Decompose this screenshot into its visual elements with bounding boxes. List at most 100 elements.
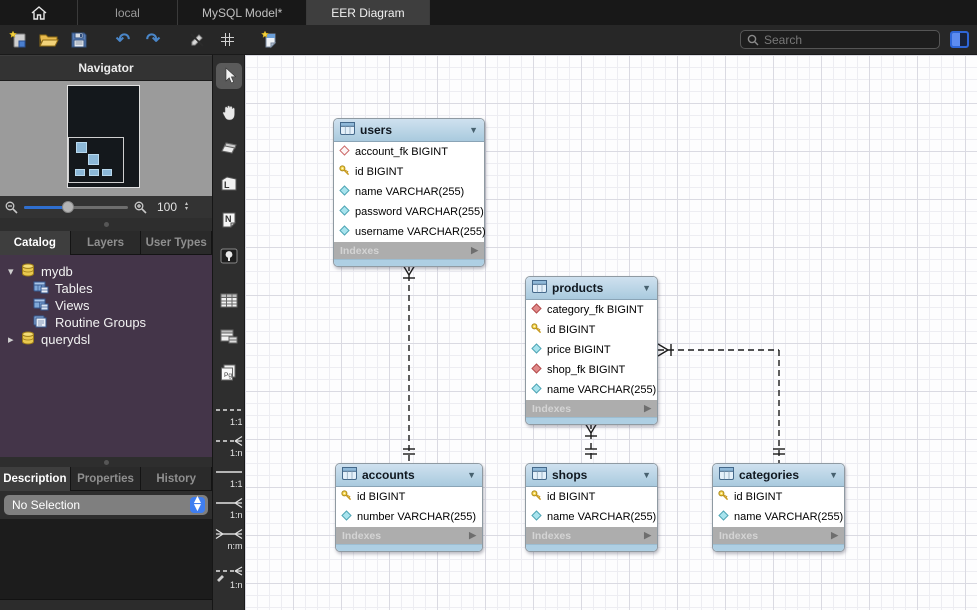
collapse-triangle-icon[interactable]: ▼ — [642, 470, 651, 480]
rel-n-m-tool[interactable]: n:m — [214, 527, 244, 551]
table-indexes-bar[interactable]: Indexes▶ — [526, 400, 657, 417]
open-model-button[interactable] — [36, 28, 62, 52]
tab-history[interactable]: History — [141, 467, 213, 491]
expand-arrow-icon[interactable]: ▶ — [471, 245, 478, 255]
catalog-tree-item-views[interactable]: Views — [0, 297, 212, 314]
expand-arrow-icon[interactable]: ▶ — [469, 530, 476, 540]
panel-splitter[interactable] — [0, 457, 212, 467]
note-tool[interactable]: N — [216, 207, 242, 233]
tree-chevron-icon[interactable]: ▸ — [8, 334, 14, 346]
hand-tool[interactable] — [216, 99, 242, 125]
zoom-slider-thumb[interactable] — [62, 201, 74, 213]
table-column-row[interactable]: name VARCHAR(255) — [713, 507, 844, 527]
catalog-tree-item-tables[interactable]: Tables — [0, 280, 212, 297]
table-header[interactable]: accounts▼ — [336, 464, 482, 487]
toggle-edit-button[interactable] — [184, 28, 210, 52]
collapse-triangle-icon[interactable]: ▼ — [642, 283, 651, 293]
tab-eer-diagram[interactable]: EER Diagram — [307, 0, 430, 25]
table-column-row[interactable]: id BIGINT — [334, 162, 484, 182]
expand-arrow-icon[interactable]: ▶ — [644, 403, 651, 413]
table-column-row[interactable]: price BIGINT — [526, 340, 657, 360]
image-tool[interactable] — [216, 243, 242, 269]
collapse-triangle-icon[interactable]: ▼ — [469, 125, 478, 135]
table-header[interactable]: products▼ — [526, 277, 657, 300]
table-column-row[interactable]: account_fk BIGINT — [334, 142, 484, 162]
tree-chevron-icon[interactable]: ▾ — [8, 266, 14, 278]
table-column-row[interactable]: id BIGINT — [526, 487, 657, 507]
table-column-row[interactable]: name VARCHAR(255) — [334, 182, 484, 202]
panel-toggle-icon[interactable] — [950, 31, 969, 48]
tab-local[interactable]: local — [78, 0, 178, 25]
selection-dropdown[interactable]: No Selection ▲▼ — [4, 493, 208, 515]
table-column-row[interactable]: number VARCHAR(255) — [336, 507, 482, 527]
layer-tool[interactable]: L — [216, 171, 242, 197]
tab-properties[interactable]: Properties — [70, 467, 142, 491]
redo-button[interactable]: ↷ — [140, 28, 166, 52]
tab-description[interactable]: Description — [0, 467, 71, 491]
relationship-users-accounts[interactable] — [402, 264, 416, 463]
zoom-out-icon[interactable] — [5, 201, 18, 214]
minimap-viewport[interactable] — [68, 137, 124, 183]
collapse-triangle-icon[interactable]: ▼ — [829, 470, 838, 480]
zoom-stepper[interactable]: ▴▾ — [185, 201, 189, 212]
new-model-button[interactable] — [6, 28, 32, 52]
rel-1-n-nonidentifying-tool[interactable]: 1:n — [214, 434, 244, 458]
relationship-products-categories[interactable] — [657, 343, 785, 463]
catalog-tree-item-routine-groups[interactable]: Routine Groups — [0, 314, 212, 331]
rel-1-1-nonidentifying-tool[interactable]: 1:1 — [214, 403, 244, 427]
zoom-slider[interactable] — [24, 201, 128, 213]
rel-1-n-identifying-tool[interactable]: 1:n — [214, 496, 244, 520]
tab-user-types[interactable]: User Types — [141, 231, 213, 255]
toggle-grid-button[interactable] — [214, 28, 240, 52]
table-column-row[interactable]: name VARCHAR(255) — [526, 507, 657, 527]
table-indexes-bar[interactable]: Indexes▶ — [336, 527, 482, 544]
table-column-row[interactable]: id BIGINT — [336, 487, 482, 507]
rel-1-1-identifying-tool[interactable]: 1:1 — [214, 465, 244, 489]
expand-arrow-icon[interactable]: ▶ — [644, 530, 651, 540]
tree-item-label: Views — [55, 298, 90, 313]
pointer-tool[interactable] — [215, 63, 242, 89]
view-tool[interactable] — [216, 323, 242, 349]
table-indexes-bar[interactable]: Indexes▶ — [526, 527, 657, 544]
tab-home[interactable] — [0, 0, 78, 25]
table-header[interactable]: users▼ — [334, 119, 484, 142]
indexes-label: Indexes — [719, 529, 759, 542]
new-diagram-button[interactable] — [258, 28, 284, 52]
table-column-row[interactable]: password VARCHAR(255) — [334, 202, 484, 222]
table-header[interactable]: categories▼ — [713, 464, 844, 487]
navigator-minimap[interactable] — [0, 81, 212, 196]
expand-arrow-icon[interactable]: ▶ — [831, 530, 838, 540]
undo-button[interactable]: ↶ — [110, 28, 136, 52]
tab-catalog[interactable]: Catalog — [0, 231, 71, 255]
table-column-row[interactable]: shop_fk BIGINT — [526, 360, 657, 380]
eraser-tool[interactable] — [216, 135, 242, 161]
table-header[interactable]: shops▼ — [526, 464, 657, 487]
table-indexes-bar[interactable]: Indexes ▶ — [713, 527, 844, 544]
catalog-tree-item-mydb[interactable]: ▾mydb — [0, 263, 212, 280]
rel-existing-columns-tool[interactable]: 1:n — [214, 566, 244, 590]
column-text: name VARCHAR(255) — [547, 384, 657, 396]
search-input[interactable]: Search — [740, 30, 940, 49]
collapse-triangle-icon[interactable]: ▼ — [467, 470, 476, 480]
routine-group-tool[interactable]: Pg — [216, 359, 242, 385]
zoom-in-icon[interactable] — [134, 201, 147, 214]
table-column-row[interactable]: id BIGINT — [526, 320, 657, 340]
table-column-row[interactable]: id BIGINT — [713, 487, 844, 507]
table-column-row[interactable]: username VARCHAR(255) — [334, 222, 486, 242]
table-column-row[interactable]: name VARCHAR(255) — [526, 380, 657, 400]
table-indexes-bar[interactable]: Indexes▶ — [334, 242, 484, 259]
relationship-products-shops[interactable] — [584, 422, 598, 463]
table-column-row[interactable]: category_fk BIGINT — [526, 300, 657, 320]
save-model-button[interactable] — [66, 28, 92, 52]
tab-mysql-model[interactable]: MySQL Model* — [178, 0, 308, 25]
panel-splitter[interactable] — [0, 218, 212, 231]
table-tool[interactable] — [216, 287, 242, 313]
tab-layers[interactable]: Layers — [70, 231, 142, 255]
catalog-tree-item-querydsl[interactable]: ▸querydsl — [0, 331, 212, 348]
